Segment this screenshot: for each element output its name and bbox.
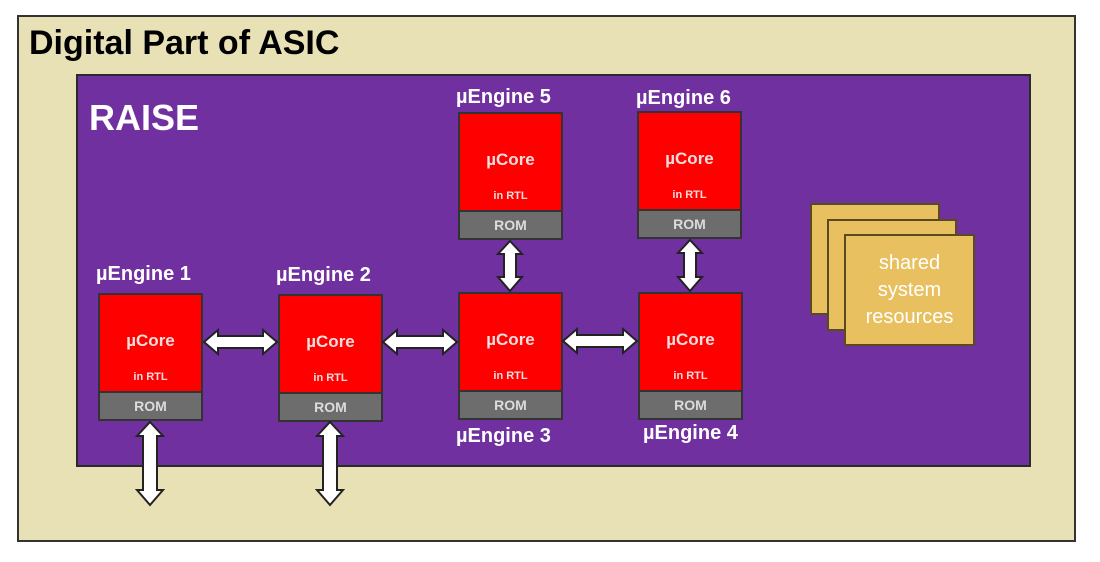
engine-3-label: µEngine 3 bbox=[456, 425, 551, 447]
engine-5: µCore in RTL ROM bbox=[458, 112, 563, 240]
ucore-sublabel: in RTL bbox=[673, 370, 708, 382]
shared-line-2: system bbox=[877, 278, 942, 301]
ucore-block: µCore in RTL bbox=[98, 293, 203, 393]
arrow-engine2-engine3 bbox=[381, 327, 459, 357]
ucore-sublabel: in RTL bbox=[493, 190, 528, 202]
rom-block: ROM bbox=[98, 391, 203, 421]
ucore-label: µCore bbox=[486, 330, 535, 349]
arrow-engine5-engine3 bbox=[495, 239, 525, 293]
arrow-engine6-engine4 bbox=[675, 238, 705, 293]
ucore-label: µCore bbox=[306, 332, 355, 351]
ucore-label: µCore bbox=[665, 149, 714, 168]
shared-resources-label: shared system resources bbox=[846, 236, 973, 344]
ucore-sublabel: in RTL bbox=[672, 189, 707, 201]
rom-block: ROM bbox=[638, 390, 743, 420]
arrow-engine1-external bbox=[134, 420, 166, 507]
rom-block: ROM bbox=[458, 390, 563, 420]
ucore-label: µCore bbox=[486, 150, 535, 169]
engine-2: µCore in RTL ROM bbox=[278, 294, 383, 422]
rom-block: ROM bbox=[278, 392, 383, 422]
ucore-label: µCore bbox=[126, 331, 175, 350]
engine-5-label: µEngine 5 bbox=[456, 86, 551, 108]
raise-title: RAISE bbox=[89, 97, 200, 138]
engine-1-label: µEngine 1 bbox=[96, 263, 191, 285]
engine-2-label: µEngine 2 bbox=[276, 264, 371, 286]
digital-asic-title: Digital Part of ASIC bbox=[29, 24, 340, 62]
shared-line-3: resources bbox=[865, 305, 954, 328]
ucore-sublabel: in RTL bbox=[313, 372, 348, 384]
engine-4-label: µEngine 4 bbox=[643, 422, 738, 444]
rom-block: ROM bbox=[637, 209, 742, 239]
ucore-label: µCore bbox=[666, 330, 715, 349]
ucore-block: µCore in RTL bbox=[458, 292, 563, 392]
ucore-block: µCore in RTL bbox=[638, 292, 743, 392]
engine-4: µCore in RTL ROM bbox=[638, 292, 743, 420]
ucore-sublabel: in RTL bbox=[133, 371, 168, 383]
arrow-engine2-external bbox=[314, 420, 346, 507]
ucore-block: µCore in RTL bbox=[278, 294, 383, 394]
engine-6: µCore in RTL ROM bbox=[637, 111, 742, 239]
ucore-block: µCore in RTL bbox=[637, 111, 742, 211]
engine-1: µCore in RTL ROM bbox=[98, 293, 203, 421]
engine-6-label: µEngine 6 bbox=[636, 87, 731, 109]
ucore-sublabel: in RTL bbox=[493, 370, 528, 382]
rom-block: ROM bbox=[458, 210, 563, 240]
arrow-engine3-engine4 bbox=[561, 326, 639, 356]
shared-resource-front: shared system resources bbox=[844, 234, 975, 346]
engine-3: µCore in RTL ROM bbox=[458, 292, 563, 420]
shared-line-1: shared bbox=[878, 251, 941, 274]
ucore-block: µCore in RTL bbox=[458, 112, 563, 212]
arrow-engine1-engine2 bbox=[202, 327, 279, 357]
